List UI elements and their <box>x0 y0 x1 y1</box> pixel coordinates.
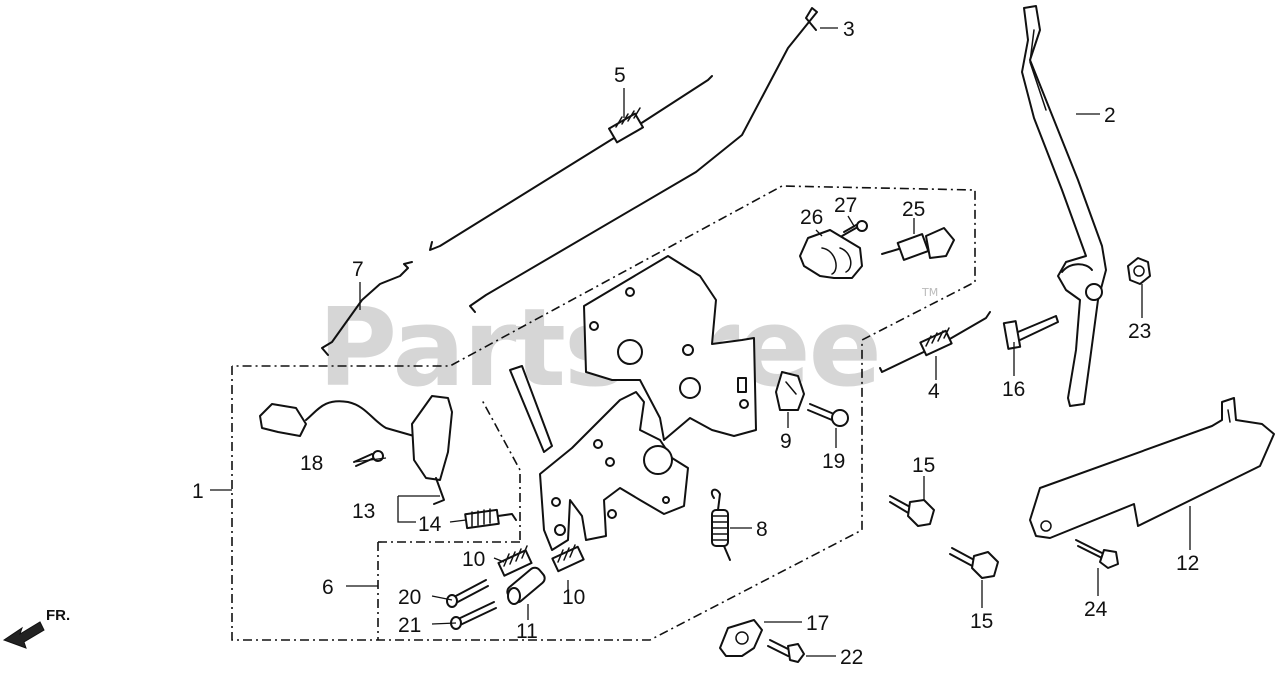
callout-20: 20 <box>398 586 421 609</box>
callout-14: 14 <box>418 513 442 536</box>
callout-15-a: 15 <box>912 454 935 477</box>
lever-part-2[interactable] <box>1021 5 1107 407</box>
cable-holder-part-26[interactable] <box>799 229 863 279</box>
callout-23: 23 <box>1128 320 1151 343</box>
screw-part-21[interactable] <box>450 601 497 630</box>
switch-part-25[interactable] <box>881 227 955 261</box>
callout-19: 19 <box>822 450 845 473</box>
callout-26: 26 <box>800 206 823 229</box>
spring-part-8[interactable] <box>710 488 731 561</box>
callout-22: 22 <box>840 646 863 669</box>
callout-1: 1 <box>192 480 204 503</box>
spring-part-10-a[interactable] <box>497 545 533 577</box>
subassembly-outline-inner <box>481 399 521 540</box>
callout-27: 27 <box>834 194 857 217</box>
callout-3: 3 <box>843 18 855 41</box>
clamp-part-17[interactable] <box>719 619 763 657</box>
callout-24: 24 <box>1084 598 1108 621</box>
screw-part-27[interactable] <box>841 220 868 237</box>
callout-25: 25 <box>902 198 925 221</box>
screw-part-19[interactable] <box>807 403 849 427</box>
callout-11: 11 <box>516 620 538 643</box>
spring-part-14[interactable] <box>464 508 517 530</box>
rod-spring-part-4[interactable] <box>879 311 991 373</box>
bolt-part-24[interactable] <box>1075 539 1119 569</box>
callout-12: 12 <box>1176 552 1199 575</box>
callout-2: 2 <box>1104 104 1116 127</box>
flange-bolt-part-15-a[interactable] <box>889 495 935 527</box>
callout-6: 6 <box>322 576 334 599</box>
bolt-part-16[interactable] <box>1002 315 1059 350</box>
clip-part-9[interactable] <box>775 371 805 411</box>
screw-part-22[interactable] <box>767 639 805 663</box>
rod-part-5[interactable] <box>429 75 713 251</box>
callout-13: 13 <box>352 500 375 523</box>
control-base-bracket[interactable] <box>583 255 757 441</box>
callout-17: 17 <box>806 612 829 635</box>
callout-labels: 3 2 5 7 4 1 6 8 9 19 18 13 14 10 10 11 2… <box>192 18 1199 669</box>
front-direction-label: FR. <box>46 607 70 624</box>
callout-7: 7 <box>352 258 364 281</box>
callout-10-a: 10 <box>462 548 485 571</box>
screw-part-20[interactable] <box>446 579 489 608</box>
stop-switch-part-13[interactable] <box>259 395 453 505</box>
flange-bolt-part-15-b[interactable] <box>949 547 999 579</box>
callout-10-b: 10 <box>562 586 585 609</box>
callout-16: 16 <box>1002 378 1025 401</box>
watermark-trademark: TM <box>921 286 938 299</box>
callout-15-b: 15 <box>970 610 993 633</box>
callout-21: 21 <box>398 614 421 637</box>
leader-lines <box>210 27 1191 657</box>
bushing-part-11[interactable] <box>505 565 547 605</box>
rod-part-7[interactable] <box>321 261 413 356</box>
rod-part-3[interactable] <box>469 7 818 313</box>
front-direction-arrow: FR. <box>2 607 70 649</box>
callout-5: 5 <box>614 64 626 87</box>
throttle-lever-assembly[interactable] <box>509 365 689 551</box>
spring-part-10-b[interactable] <box>551 544 585 573</box>
nut-part-23[interactable] <box>1127 257 1151 285</box>
assembly-group-outline <box>231 185 976 641</box>
cover-plate-part-12[interactable] <box>1029 397 1275 539</box>
callout-4: 4 <box>928 380 940 403</box>
callout-18: 18 <box>300 452 323 475</box>
callout-9: 9 <box>780 430 792 453</box>
callout-8: 8 <box>756 518 768 541</box>
